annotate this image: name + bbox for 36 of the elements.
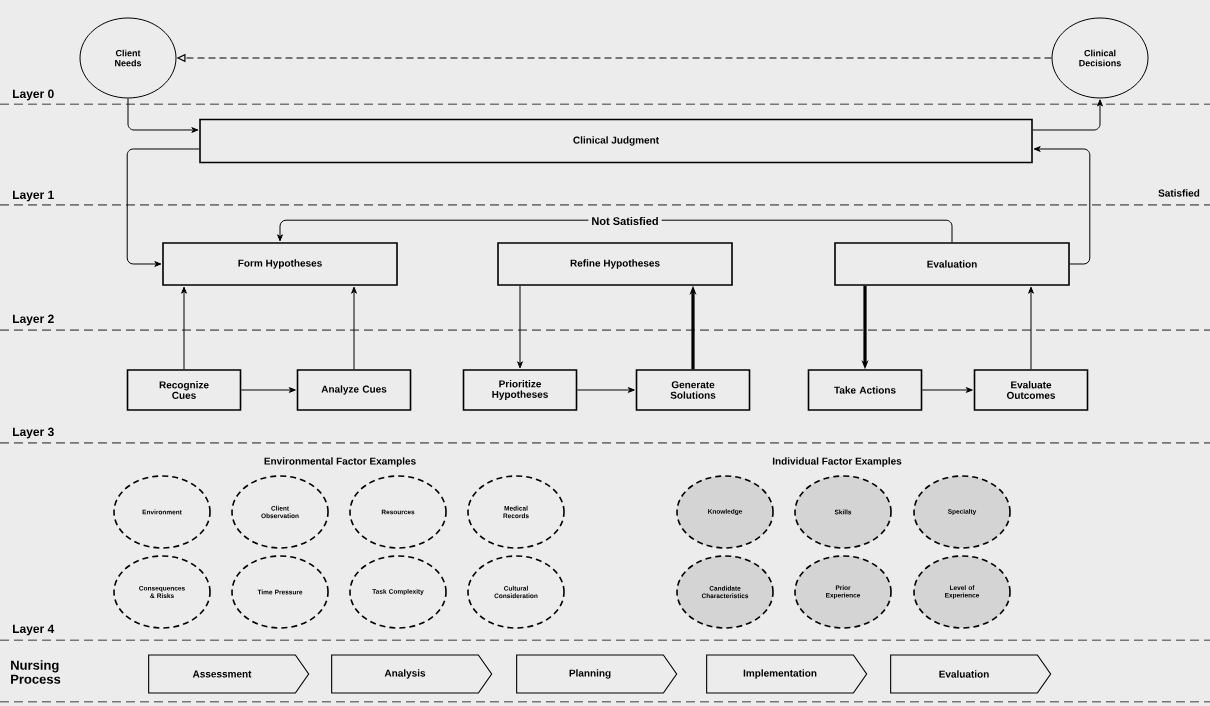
arrow [1033, 146, 1091, 265]
arrow [240, 387, 296, 393]
process-step: Planning [516, 654, 678, 694]
step-box: Take Actions [807, 369, 923, 411]
group-heading: Individual Factor Examples [772, 457, 902, 467]
process-step: Assessment [148, 654, 310, 694]
step-box: Generate Solutions [635, 369, 751, 411]
group-heading: Environmental Factor Examples [264, 457, 416, 467]
step-box: Recognize Cues [126, 369, 242, 411]
process-box: Clinical Judgment [199, 118, 1033, 164]
process-step: Evaluation [890, 654, 1052, 694]
process-box: Evaluation [834, 242, 1070, 286]
step-box: Prioritize Hypotheses [462, 369, 578, 411]
arrow [517, 285, 523, 369]
arrow [1028, 286, 1034, 370]
layer-label: Layer 0 [13, 89, 54, 101]
arrow [351, 286, 357, 370]
row-heading: Nursing Process [11, 660, 61, 684]
arrow [1032, 99, 1103, 131]
process-step: Analysis [331, 654, 493, 694]
step-box: Evaluate Outcomes [973, 369, 1089, 411]
arrow [127, 98, 199, 133]
step-box: Analyze Cues [296, 369, 412, 411]
layer-label: Layer 4 [13, 624, 55, 636]
status-label: Satisfied [1158, 189, 1200, 197]
arrow [921, 387, 973, 393]
arrow [576, 387, 635, 393]
arrow [277, 219, 953, 243]
layer-label: Layer 3 [13, 427, 54, 439]
layer-label: Layer 1 [13, 190, 54, 202]
process-box: Refine Hypotheses [497, 242, 733, 286]
arrow [181, 286, 187, 370]
arrow [126, 148, 200, 267]
process-step: Implementation [706, 654, 868, 694]
process-box: Form Hypotheses [162, 242, 398, 286]
layer-label: Layer 2 [13, 314, 54, 326]
